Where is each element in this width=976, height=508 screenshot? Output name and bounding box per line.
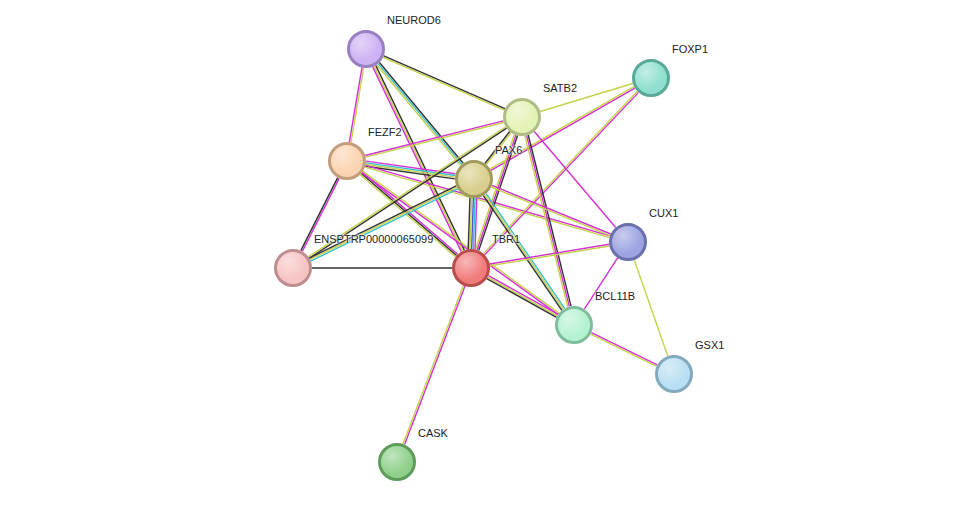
protein-label: GSX1 (695, 339, 724, 351)
protein-node: NEUROD6 (347, 30, 385, 68)
evidence-line (403, 285, 463, 443)
evidence-line (490, 246, 610, 266)
node-shine (506, 101, 538, 133)
protein-label: ENSPTRP00000065099 (314, 233, 433, 245)
evidence-line (311, 189, 458, 261)
node-shine (331, 145, 363, 177)
node-shine (458, 163, 490, 195)
protein-label: BCL11B (595, 290, 635, 302)
node-shine (277, 252, 309, 284)
protein-node: FOXP1 (632, 59, 670, 97)
evidence-line (377, 65, 461, 166)
evidence-line (365, 166, 454, 179)
node-shine (658, 358, 690, 390)
protein-label: NEUROD6 (387, 14, 441, 26)
evidence-line (491, 88, 635, 170)
interaction-edge (487, 276, 558, 318)
interaction-edge (483, 194, 564, 311)
evidence-line (349, 68, 362, 143)
interaction-edge (634, 260, 667, 356)
protein-node: FEZF2 (328, 142, 366, 180)
protein-node: TBR1 (452, 249, 490, 287)
evidence-line (310, 187, 457, 259)
protein-node: GSX1 (655, 355, 693, 393)
evidence-line (591, 333, 657, 365)
interaction-edge (365, 121, 504, 157)
interaction-edge (490, 87, 635, 171)
evidence-line (308, 127, 505, 257)
interaction-edge (525, 135, 571, 307)
protein-label: PAX6 (495, 144, 522, 156)
interaction-edge (383, 56, 505, 110)
evidence-line (365, 121, 503, 156)
protein-node: CUX1 (609, 223, 647, 261)
node-shine (381, 446, 413, 478)
evidence-line (490, 87, 634, 169)
protein-label: SATB2 (543, 82, 577, 94)
evidence-line (384, 56, 505, 109)
node-shine (455, 252, 487, 284)
protein-label: CUX1 (649, 207, 678, 219)
evidence-line (405, 286, 465, 444)
evidence-line (534, 131, 615, 227)
interaction-edge (534, 131, 615, 227)
node-shine (350, 33, 382, 65)
protein-label: FOXP1 (672, 43, 708, 55)
evidence-line (486, 194, 565, 309)
interaction-edge (309, 186, 457, 261)
protein-label: CASK (418, 427, 448, 439)
protein-node: SATB2 (503, 98, 541, 136)
evidence-line (634, 260, 667, 356)
interaction-edge (591, 333, 658, 367)
evidence-line (468, 198, 470, 249)
interaction-edge (349, 68, 363, 143)
node-shine (635, 62, 667, 94)
node-shine (612, 226, 644, 258)
evidence-line (383, 57, 504, 110)
protein-node: PAX6 (455, 160, 493, 198)
protein-node: BCL11B (555, 306, 593, 344)
evidence-line (309, 186, 456, 258)
interaction-edge (308, 127, 506, 259)
evidence-line (488, 277, 558, 316)
interaction-edge (490, 244, 610, 265)
protein-node: ENSPTRP00000065099 (274, 249, 312, 287)
evidence-line (351, 68, 364, 143)
protein-label: FEZF2 (368, 126, 402, 138)
evidence-line (309, 128, 506, 258)
evidence-line (527, 135, 570, 306)
evidence-line (312, 267, 452, 268)
evidence-line (492, 185, 611, 234)
evidence-line (591, 334, 657, 366)
interaction-edge (312, 268, 452, 269)
evidence-line (485, 195, 564, 310)
evidence-line (528, 135, 571, 306)
evidence-line (490, 244, 610, 264)
node-shine (558, 309, 590, 341)
interaction-edge (403, 285, 465, 444)
evidence-line (488, 276, 558, 315)
evidence-line (366, 122, 504, 157)
interaction-edge (468, 198, 477, 249)
evidence-line (483, 196, 562, 311)
evidence-line (487, 279, 557, 318)
protein-label: TBR1 (492, 233, 520, 245)
protein-node: CASK (378, 443, 416, 481)
